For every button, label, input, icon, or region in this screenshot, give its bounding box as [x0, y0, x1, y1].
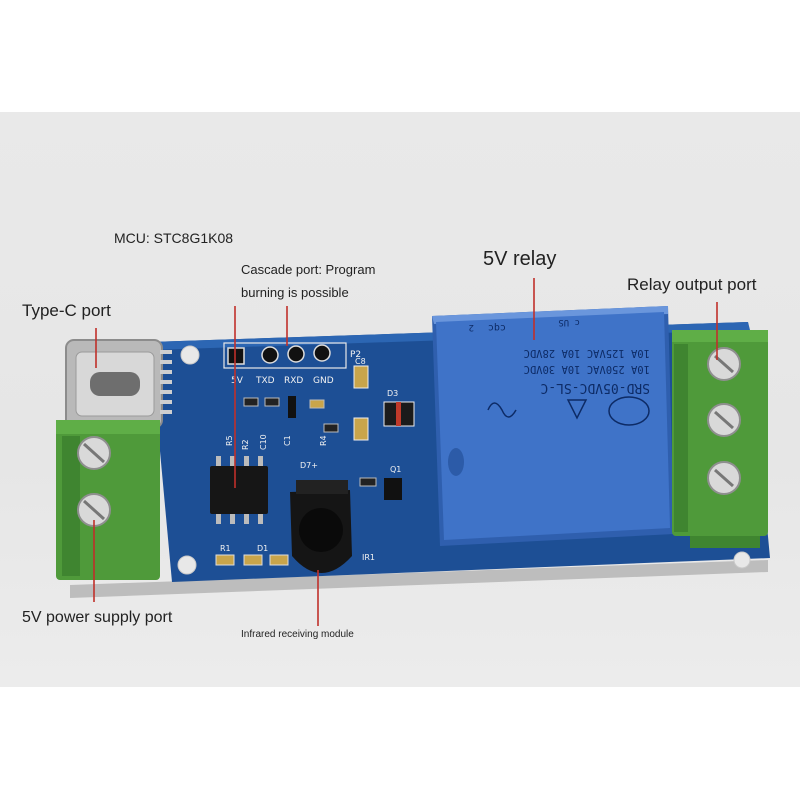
infrared-receiver — [290, 480, 352, 573]
pin-label-rxd: RXD — [284, 376, 303, 386]
header-ref: P2 — [350, 350, 361, 360]
screw-slot — [714, 354, 734, 374]
ref-c8: C8 — [355, 357, 366, 366]
pin-label-5v: 5V — [231, 376, 244, 386]
mcu-chip — [210, 456, 268, 524]
relay-model: SRD-05VDC-SL-C — [540, 380, 650, 395]
ref-c1: C1 — [283, 435, 292, 446]
label-infrared: Infrared receiving module — [241, 629, 354, 640]
mounting-hole — [180, 345, 200, 365]
ref-c10: C10 — [259, 434, 268, 450]
relay-rating-1: 10A 250VAC 10A 30VDC — [524, 363, 650, 375]
label-relay-output: Relay output port — [627, 275, 757, 294]
cqc-ellipse — [608, 396, 650, 426]
type-c-opening — [90, 372, 140, 396]
relay-output-terminal — [672, 330, 768, 548]
label-type-c: Type-C port — [22, 301, 111, 320]
relay-cert-mark: cqc — [488, 322, 506, 333]
screw-slot — [82, 442, 106, 464]
screw-slot — [714, 468, 734, 488]
smd-components — [215, 365, 415, 566]
transistor-q1 — [384, 478, 402, 500]
board-shadow — [70, 560, 768, 598]
pin-label-txd: TXD — [255, 376, 275, 386]
ref-q1: Q1 — [390, 465, 401, 474]
label-5v-relay: 5V relay — [483, 248, 557, 270]
ref-d1: D1 — [257, 544, 268, 553]
ref-ir1: IR1 — [362, 553, 375, 562]
power-terminal-block — [56, 420, 160, 580]
ref-r5: R5 — [225, 435, 234, 446]
ref-d3: D3 — [387, 389, 398, 398]
label-cascade-line2: burning is possible — [241, 285, 349, 300]
screw-slot — [714, 410, 734, 430]
ref-r2: R2 — [241, 439, 250, 450]
triangle-mark-icon — [566, 399, 588, 420]
ref-r4: R4 — [319, 435, 328, 446]
screw-slot — [82, 499, 106, 521]
ref-r1: R1 — [220, 544, 231, 553]
cascade-header: 5V TXD RXD GND P2 — [223, 342, 361, 386]
label-cascade-line1: Cascade port: Program — [241, 262, 376, 277]
leader-lines — [93, 278, 718, 626]
relay-pin-num: 2 — [469, 322, 474, 332]
label-mcu: MCU: STC8G1K08 — [114, 230, 234, 246]
pin-label-gnd: GND — [313, 376, 334, 386]
ul-mark-icon — [487, 402, 517, 418]
mounting-hole — [733, 551, 751, 569]
relay-rating-2: 10A 125VAC 10A 28VDC — [524, 347, 650, 359]
mounting-hole — [177, 555, 197, 575]
silkscreen-refs: C8 D3 R5 R2 C10 C1 R4 D7+ Q1 R1 D1 IR1 — [220, 357, 401, 562]
relay-ul-mark: c US — [558, 317, 580, 327]
relay: SRD-05VDC-SL-C 10A 250VAC 10A 30VDC 10A … — [432, 306, 674, 546]
type-c-pins — [160, 350, 172, 414]
label-power-supply: 5V power supply port — [22, 609, 173, 626]
ref-d7: D7+ — [300, 461, 318, 470]
